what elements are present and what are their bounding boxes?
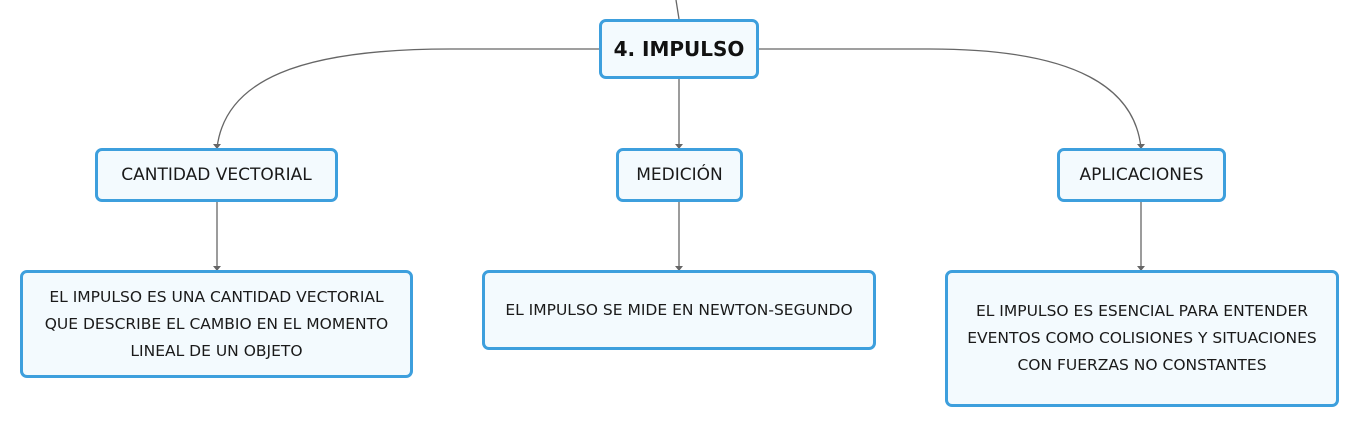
- subtopic-text: EL IMPULSO SE MIDE EN NEWTON-SEGUNDO: [505, 300, 853, 319]
- arrowhead-cantidad-detail: [213, 266, 221, 271]
- subtopic-aplicaciones-detail[interactable]: EL IMPULSO ES ESENCIAL PARA ENTENDER EVE…: [945, 270, 1339, 407]
- topic-cantidad-vectorial[interactable]: CANTIDAD VECTORIAL: [95, 148, 338, 202]
- arrowhead-medicion: [675, 144, 683, 149]
- arrowhead-cantidad: [213, 144, 221, 149]
- topic-medicion[interactable]: MEDICIÓN: [616, 148, 743, 202]
- connector-from-parent: [675, 0, 680, 20]
- topic-aplicaciones[interactable]: APLICACIONES: [1057, 148, 1226, 202]
- arrowhead-aplicaciones-detail: [1137, 266, 1145, 271]
- topic-label: CANTIDAD VECTORIAL: [121, 165, 312, 185]
- topic-label: APLICACIONES: [1079, 165, 1204, 185]
- subtopic-text: EL IMPULSO ES ESENCIAL PARA ENTENDER EVE…: [967, 302, 1317, 374]
- root-node-label: 4. IMPULSO: [613, 37, 745, 61]
- topic-label: MEDICIÓN: [636, 165, 723, 185]
- subtopic-medicion-detail[interactable]: EL IMPULSO SE MIDE EN NEWTON-SEGUNDO: [482, 270, 876, 350]
- arrowhead-medicion-detail: [675, 266, 683, 271]
- subtopic-cantidad-vectorial-detail[interactable]: EL IMPULSO ES UNA CANTIDAD VECTORIAL QUE…: [20, 270, 413, 378]
- connector-root-cantidad: [216, 48, 599, 149]
- connector-root-aplicaciones: [759, 48, 1142, 149]
- root-node[interactable]: 4. IMPULSO: [599, 19, 759, 79]
- subtopic-text: EL IMPULSO ES UNA CANTIDAD VECTORIAL QUE…: [44, 287, 389, 360]
- arrowhead-aplicaciones: [1137, 144, 1145, 149]
